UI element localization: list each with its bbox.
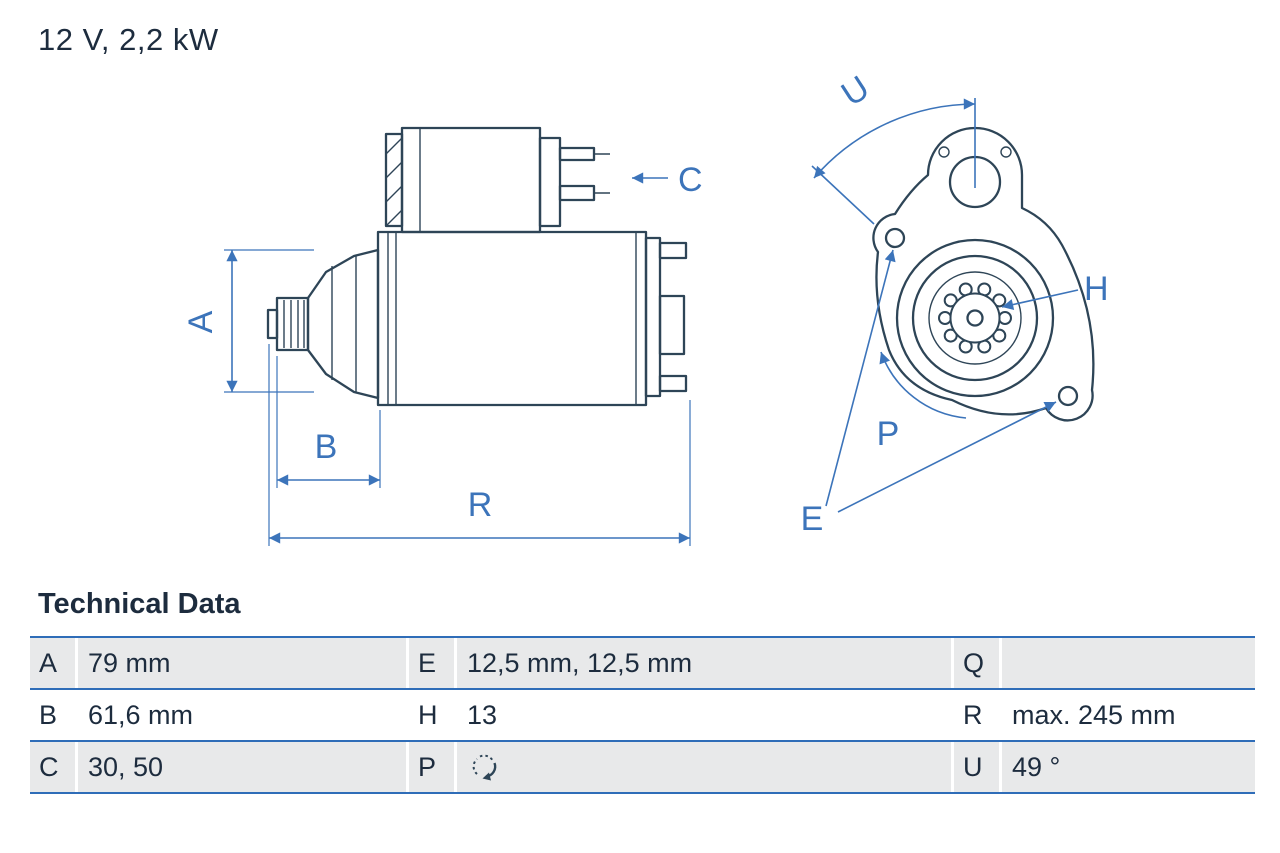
pinion-gear — [266, 296, 310, 352]
table-key-h: H — [418, 700, 438, 730]
rotation-direction-icon — [469, 752, 501, 782]
dimension-a-label: A — [182, 310, 220, 333]
dimension-c: C — [632, 161, 703, 199]
table-key-q: Q — [954, 638, 999, 688]
table-value-u: 49 ° — [1002, 742, 1255, 792]
dimension-a: A — [182, 249, 314, 393]
table-key-u: U — [954, 742, 999, 792]
mounting-hole-right — [1057, 385, 1079, 407]
pinion-teeth — [938, 282, 1012, 354]
dimension-c-label: C — [678, 161, 703, 199]
dimension-b: B — [276, 356, 381, 488]
table-value-p — [457, 742, 951, 792]
solenoid — [384, 126, 562, 234]
table-value-a: 79 mm — [78, 638, 406, 688]
terminal-studs — [558, 146, 610, 202]
table-key-p: P — [409, 742, 454, 792]
table-value-r: max. 245 mm — [1012, 700, 1176, 730]
table-value-b: 61,6 mm — [88, 700, 194, 730]
housing-rim-inner — [911, 254, 1039, 382]
dimension-r-label: R — [468, 486, 493, 524]
table-row: A 79 mm E 12,5 mm, 12,5 mm Q — [30, 636, 1255, 688]
technical-drawing: A B R C — [182, 69, 1109, 546]
small-hole-left — [938, 146, 950, 158]
dimension-p-label: P — [877, 415, 900, 453]
table-key-c: C — [30, 742, 75, 792]
table-value-c: 30, 50 — [78, 742, 406, 792]
housing-ring — [928, 271, 1022, 365]
page-title: 12 V, 2,2 kW — [38, 22, 219, 57]
table-value-q — [1002, 638, 1255, 688]
mounting-flange — [872, 126, 1095, 422]
table-key-e: E — [409, 638, 454, 688]
table-key-a: A — [30, 638, 75, 688]
technical-data-table: A 79 mm E 12,5 mm, 12,5 mm Q B 61,6 mm H… — [30, 636, 1255, 794]
table-key-b: B — [39, 700, 58, 730]
dimension-b-label: B — [315, 428, 338, 466]
motor-body — [376, 230, 688, 407]
dimension-r: R — [268, 344, 691, 546]
dimension-e: E — [801, 249, 1057, 538]
housing-rim-outer — [895, 238, 1055, 398]
small-hole-right — [1000, 146, 1012, 158]
dimension-e-label: E — [801, 500, 824, 538]
dimension-u: U — [811, 69, 976, 225]
table-key-r: R — [963, 700, 983, 730]
table-value-h: 13 — [467, 700, 498, 730]
side-view: A B R C — [182, 126, 703, 546]
mounting-hole-left — [884, 227, 906, 249]
dimension-h: H — [1001, 270, 1109, 311]
section-heading: Technical Data — [38, 588, 241, 620]
drive-housing — [306, 248, 380, 400]
table-row: C 30, 50 P U 49 ° — [30, 740, 1255, 792]
dimension-u-label: U — [835, 69, 876, 114]
dimension-p: P — [877, 351, 967, 453]
table-value-e: 12,5 mm, 12,5 mm — [457, 638, 951, 688]
table-row: B 61,6 mm H 13 R max. 245 mm — [30, 688, 1255, 740]
front-view: U H P E — [801, 69, 1109, 538]
dimension-h-label: H — [1084, 270, 1109, 308]
